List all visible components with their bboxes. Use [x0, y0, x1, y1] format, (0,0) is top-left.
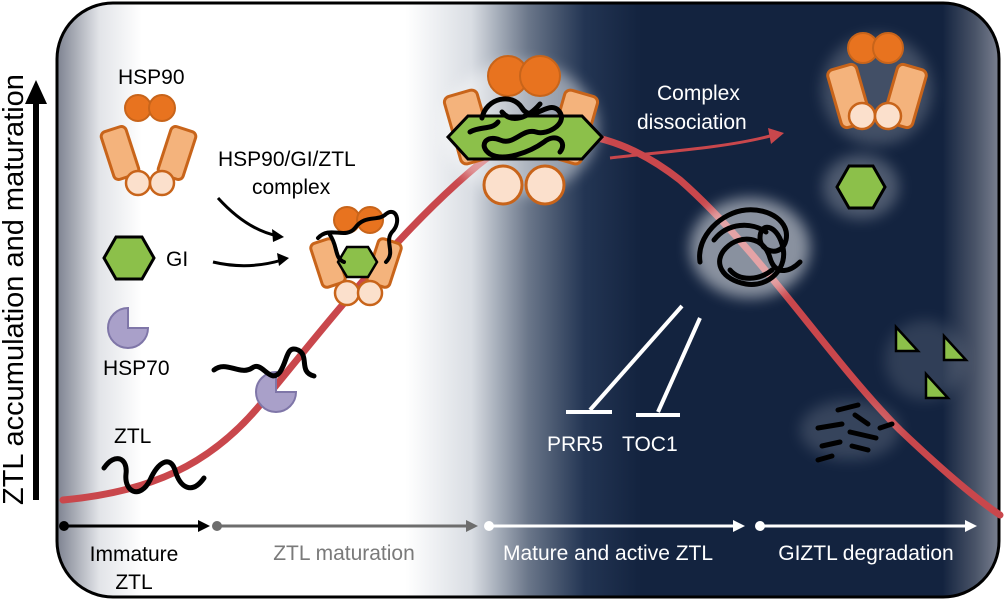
prr5-label: PRR5 — [547, 433, 603, 456]
gi-icon — [102, 235, 156, 281]
hsp70-label: HSP70 — [103, 357, 170, 380]
stage-immature-line1: Immature — [90, 543, 179, 566]
timeline-segment-3 — [484, 520, 745, 532]
arrow-to-complex-lower — [212, 253, 289, 268]
gi-label: GI — [166, 248, 188, 271]
complex-label-line1: HSP90/GI/ZTL — [218, 148, 356, 171]
dissociation-label-line1: Complex — [657, 82, 740, 105]
stage-degradation: GIZTL degradation — [778, 542, 954, 565]
hsp90-icon — [99, 94, 198, 197]
timeline-segment-2 — [212, 520, 478, 532]
timeline-segment-4 — [755, 520, 977, 532]
dissociation-arrow — [609, 128, 784, 160]
complex-label-line2: complex — [252, 176, 331, 199]
inhibition-toc1 — [636, 317, 702, 417]
ztl-label: ZTL — [114, 425, 151, 448]
ztl-degraded-fragments — [800, 400, 900, 463]
timeline-segment-1 — [59, 520, 210, 532]
gi-dissociated-icon — [823, 155, 899, 219]
inhibition-prr5 — [566, 304, 684, 414]
gi-degraded-fragments — [885, 320, 969, 400]
stage-maturation: ZTL maturation — [273, 542, 415, 565]
dissociation-label-line2: dissociation — [637, 111, 747, 134]
hsp90-dissociated-icon — [822, 32, 932, 145]
hsp70-ztl-icon — [211, 346, 317, 413]
active-ztl-icon — [690, 198, 810, 298]
hsp70-icon — [107, 306, 150, 349]
hsp90-label: HSP90 — [118, 66, 185, 89]
y-axis-arrow — [25, 80, 47, 500]
toc1-label: TOC1 — [622, 433, 678, 456]
mature-complex-icon — [442, 55, 605, 206]
ztl-squiggle-icon — [101, 456, 207, 495]
stage-mature-active: Mature and active ZTL — [503, 542, 713, 565]
background-panel — [55, 1, 1001, 599]
complex-icon-small — [309, 206, 403, 307]
y-axis-label: ZTL accumulation and maturation — [0, 74, 30, 505]
arrow-to-complex-upper — [216, 196, 284, 242]
stage-immature-line2: ZTL — [115, 571, 152, 594]
